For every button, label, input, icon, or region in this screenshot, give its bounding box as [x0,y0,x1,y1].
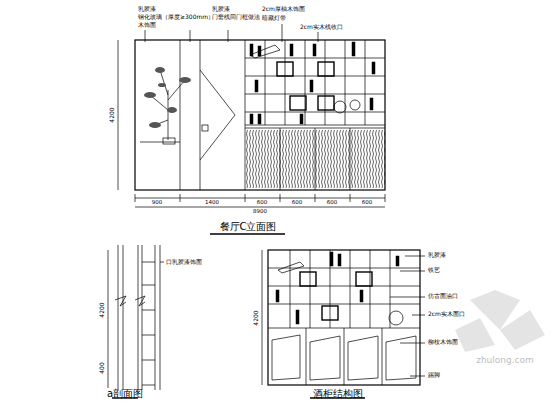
dimension: 600 [362,200,373,206]
dimension: 4200 [109,107,115,122]
dimension: 4200 [99,302,105,317]
annotation: 2cm实木线收口 [300,24,343,30]
annotation: 铁艺 [428,267,440,273]
annotation: 2cm厚柚木饰面 [262,6,305,12]
dimension: 400 [99,362,105,373]
annotation: 暗藏灯带 [262,15,286,21]
annotation: 2cm实木面口 [428,311,465,317]
view-title: 餐厅C立面图 [220,222,277,232]
annotation: a剖面图 [107,389,143,399]
dimension: 600 [292,200,303,206]
annotation: 木饰面 [138,22,156,28]
dimension: 8900 [253,209,267,215]
dimension: 1400 [205,200,219,206]
annotation: 仿古面油口 [428,293,458,299]
annotation: 钢化玻璃（厚度≥300mm） [138,14,214,20]
annotation: 门套线同门框做法 [212,14,260,20]
annotation: 乳胶漆 [428,252,446,258]
dimension: 900 [152,200,163,206]
annotation: 口乳胶漆饰面 [166,259,202,265]
annotation: 乳胶漆 [212,6,230,12]
dimension: 600 [257,200,268,206]
annotation: 酒柜结构图 [313,389,363,399]
dimension: 4200 [253,310,259,325]
annotation: 乳胶漆 [138,6,156,12]
watermark: zhulong.com [476,356,534,365]
annotation: 柳桉木饰面 [428,339,458,345]
dimension: 600 [327,200,338,206]
annotation: 踢脚 [428,372,440,378]
